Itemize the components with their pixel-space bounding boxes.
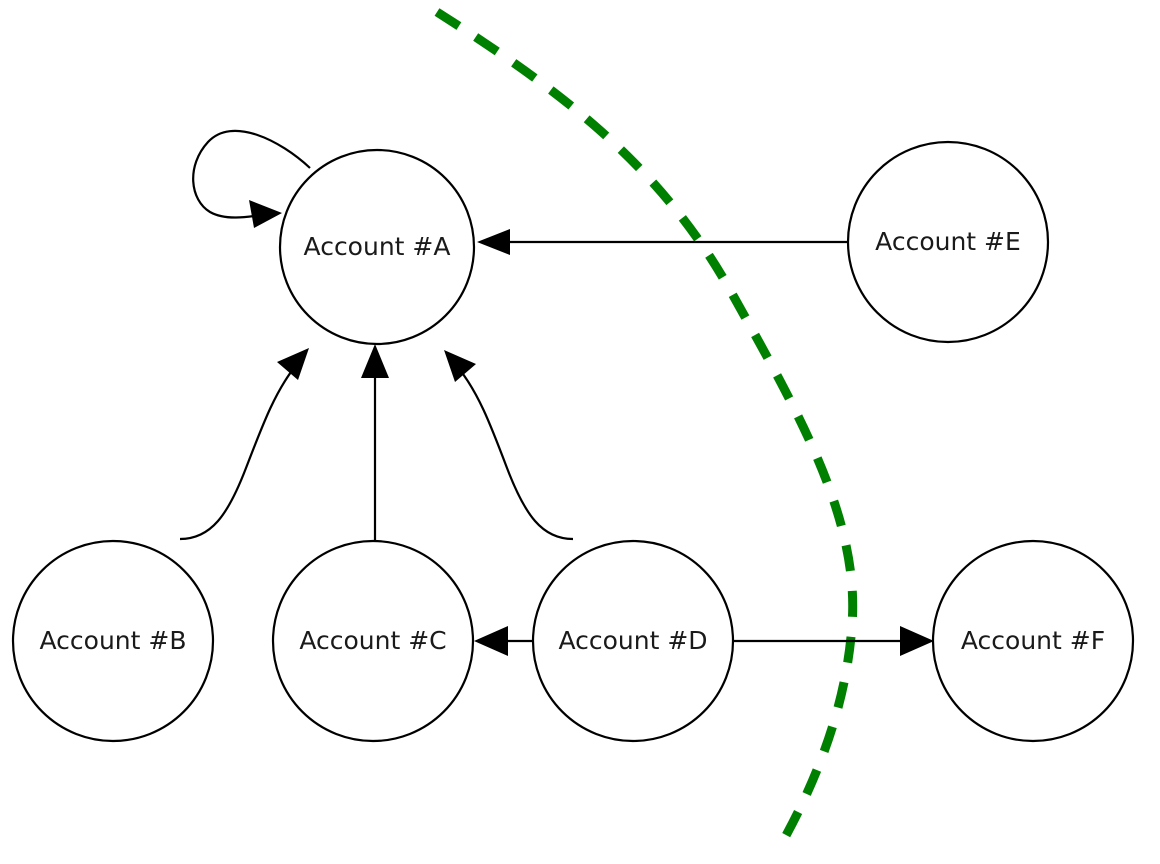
edge-a-to-a xyxy=(192,129,311,228)
edge-d-to-f xyxy=(733,626,934,656)
edge-d-to-a xyxy=(444,350,574,541)
edge-e-to-a xyxy=(477,229,848,255)
node-account-e-label: Account #E xyxy=(875,227,1021,256)
edge-d-to-a-path xyxy=(456,365,574,541)
trust-boundary-group xyxy=(434,8,858,853)
edge-a-to-a-arrowhead xyxy=(249,200,282,228)
node-account-e[interactable]: Account #E xyxy=(846,140,1050,344)
edge-e-to-a-arrowhead xyxy=(477,229,510,255)
node-account-e-circle[interactable] xyxy=(846,140,1050,344)
edge-c-to-a-arrowhead xyxy=(361,344,389,378)
node-account-a-circle[interactable] xyxy=(278,148,476,346)
node-account-f[interactable]: Account #F xyxy=(931,539,1135,743)
edge-b-to-a-path xyxy=(179,363,298,541)
node-account-c[interactable]: Account #C xyxy=(271,539,475,743)
node-account-d[interactable]: Account #D xyxy=(531,539,735,743)
edge-b-to-a-arrowhead xyxy=(277,348,309,380)
edge-d-to-c-arrowhead xyxy=(474,626,508,656)
node-account-f-label: Account #F xyxy=(961,626,1105,655)
edge-a-to-a-path xyxy=(192,129,311,219)
node-account-a[interactable]: Account #A xyxy=(278,148,476,346)
trust-boundary-dashed-curve xyxy=(434,8,858,853)
edge-c-to-a xyxy=(361,344,389,540)
node-account-d-circle[interactable] xyxy=(531,539,735,743)
edge-d-to-f-arrowhead xyxy=(900,626,934,656)
edge-d-to-a-arrowhead xyxy=(444,350,476,382)
node-account-b-label: Account #B xyxy=(40,626,187,655)
node-account-c-circle[interactable] xyxy=(271,539,475,743)
node-account-a-label: Account #A xyxy=(304,232,451,261)
node-account-d-label: Account #D xyxy=(558,626,707,655)
node-account-b-circle[interactable] xyxy=(11,539,215,743)
node-account-c-label: Account #C xyxy=(299,626,446,655)
node-account-b[interactable]: Account #B xyxy=(11,539,215,743)
node-account-f-circle[interactable] xyxy=(931,539,1135,743)
edge-b-to-a xyxy=(179,348,309,541)
